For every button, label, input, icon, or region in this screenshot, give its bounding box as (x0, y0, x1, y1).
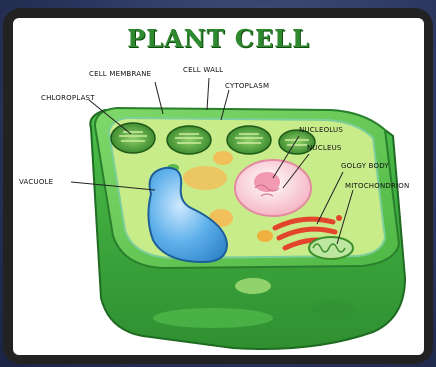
organelle-dot (183, 166, 227, 190)
chloroplast (227, 126, 271, 154)
chloroplast (111, 123, 155, 153)
label-vacuole: VACUOLE (19, 178, 53, 186)
label-nucleolus: NUCLEOLUS (299, 126, 343, 134)
diagram-panel: PLANT CELL CELL MEMBRANE CELL WALL CHLOR… (13, 18, 424, 355)
organelle-dot (213, 151, 233, 165)
label-cell-membrane: CELL MEMBRANE (89, 70, 151, 78)
organelle-dot (257, 230, 273, 242)
label-mitochondrion: MITOCHONDRION (345, 182, 409, 190)
chloroplast (167, 126, 211, 154)
label-nucleus: NUCLEUS (307, 144, 342, 152)
label-chloroplast: CHLOROPLAST (41, 94, 95, 102)
label-cell-wall: CELL WALL (183, 66, 223, 74)
nucleolus (254, 172, 280, 192)
label-cytoplasm: CYTOPLASM (225, 82, 269, 90)
mitochondrion (309, 237, 353, 259)
label-golgy-body: GOLGY BODY (341, 162, 389, 170)
page-title: PLANT CELL (13, 24, 424, 53)
wall-highlight (153, 308, 273, 328)
wall-shadow (311, 300, 355, 320)
wall-spot (235, 278, 271, 294)
